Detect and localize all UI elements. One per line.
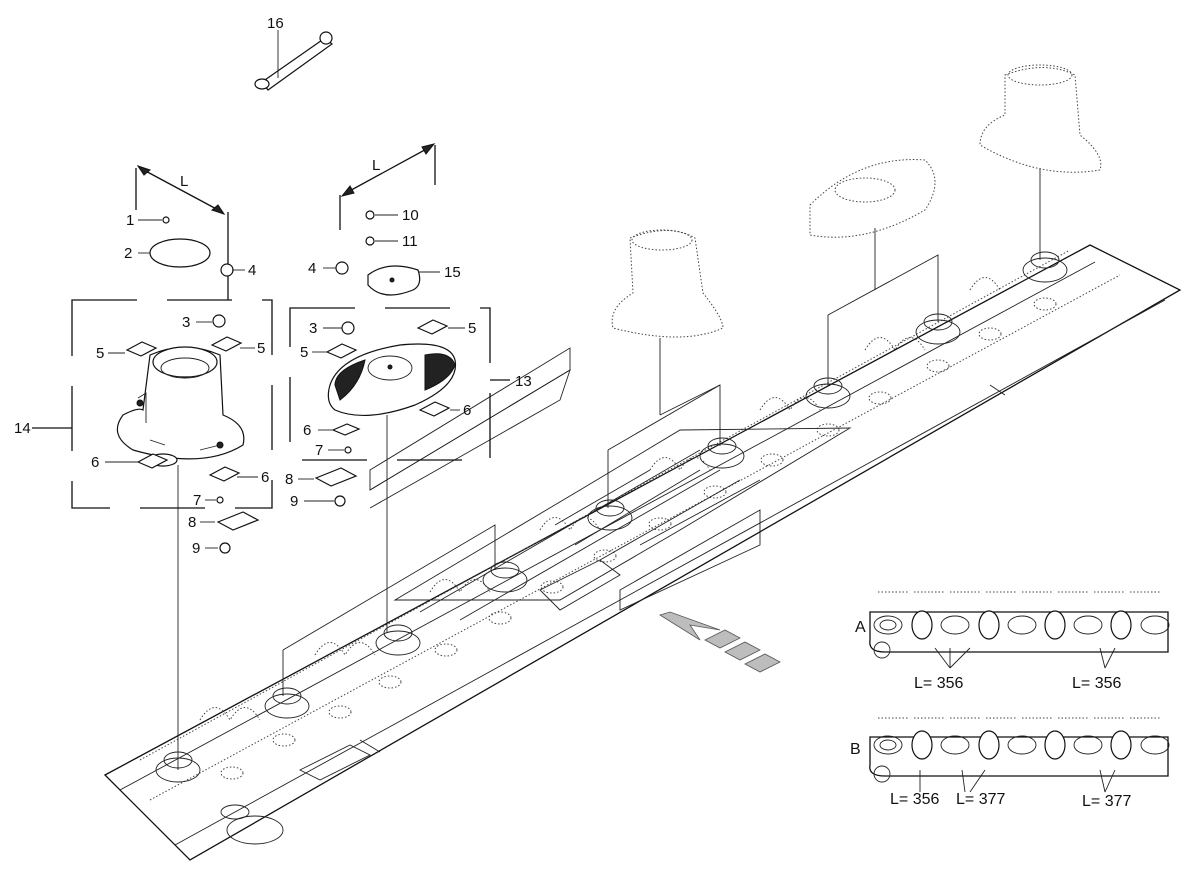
label-3-left: 3 [182,314,190,331]
inset-a-length-2: L= 356 [1072,675,1121,692]
label-15: 15 [444,264,461,281]
label-6-right-b: 6 [463,402,471,419]
assembly-box-13 [289,307,510,461]
label-4-left: 4 [248,262,256,279]
assembly-box-14 [32,299,273,509]
dimension-L-left [135,165,229,300]
inset-a-length-1: L= 356 [914,675,963,692]
inset-b-length-2: L= 377 [956,791,1005,808]
label-5-right-b: 5 [468,320,476,337]
inset-b-length-3: L= 377 [1082,793,1131,810]
cutter-bar [103,244,1182,861]
leader-lines [177,168,1041,770]
label-6-left-a: 6 [91,454,99,471]
dimension-L-right [339,143,436,230]
label-4-right: 4 [308,260,316,277]
label-6-right-a: 6 [303,422,311,439]
label-1: 1 [126,212,134,229]
upper-hoods [611,64,1102,338]
travel-direction-arrow [659,611,781,673]
label-5-right-a: 5 [300,344,308,361]
small-parts [125,210,451,554]
label-5-left-b: 5 [257,340,265,357]
label-5-left-a: 5 [96,345,104,362]
inset-b-letter: B [850,741,861,758]
label-leaders [105,30,465,549]
label-2: 2 [124,245,132,262]
label-10: 10 [402,207,419,224]
dimension-label-L-left: L [180,173,188,190]
label-9-right: 9 [290,493,298,510]
label-6-left-b: 6 [261,469,269,486]
cover-plate-2 [149,238,211,268]
label-3-right: 3 [309,320,317,337]
label-14: 14 [14,420,31,437]
cap-disc-right [327,343,457,417]
label-16: 16 [267,15,284,32]
label-13: 13 [515,373,532,390]
label-7-right: 7 [315,442,323,459]
part-labels: 1 2 4 3 5 5 14 6 6 7 8 9 4 3 5 5 6 6 7 8… [14,15,532,557]
inset-b: B L= 356 L= 377 L= 377 [850,717,1170,810]
label-8-right: 8 [285,471,293,488]
cap-15 [367,265,421,296]
dimension-label-L-right: L [372,157,380,174]
mower-discs [155,251,1068,783]
label-8-left: 8 [188,514,196,531]
inset-a: A L= 356 L= 356 [855,591,1170,692]
hood-left [116,346,245,467]
label-9-left: 9 [192,540,200,557]
inset-b-length-1: L= 356 [890,791,939,808]
ghost-guard-plates [369,347,852,621]
wrench-part-16 [254,31,333,91]
label-7-left: 7 [193,492,201,509]
inset-a-letter: A [855,619,866,636]
label-11: 11 [402,233,418,250]
